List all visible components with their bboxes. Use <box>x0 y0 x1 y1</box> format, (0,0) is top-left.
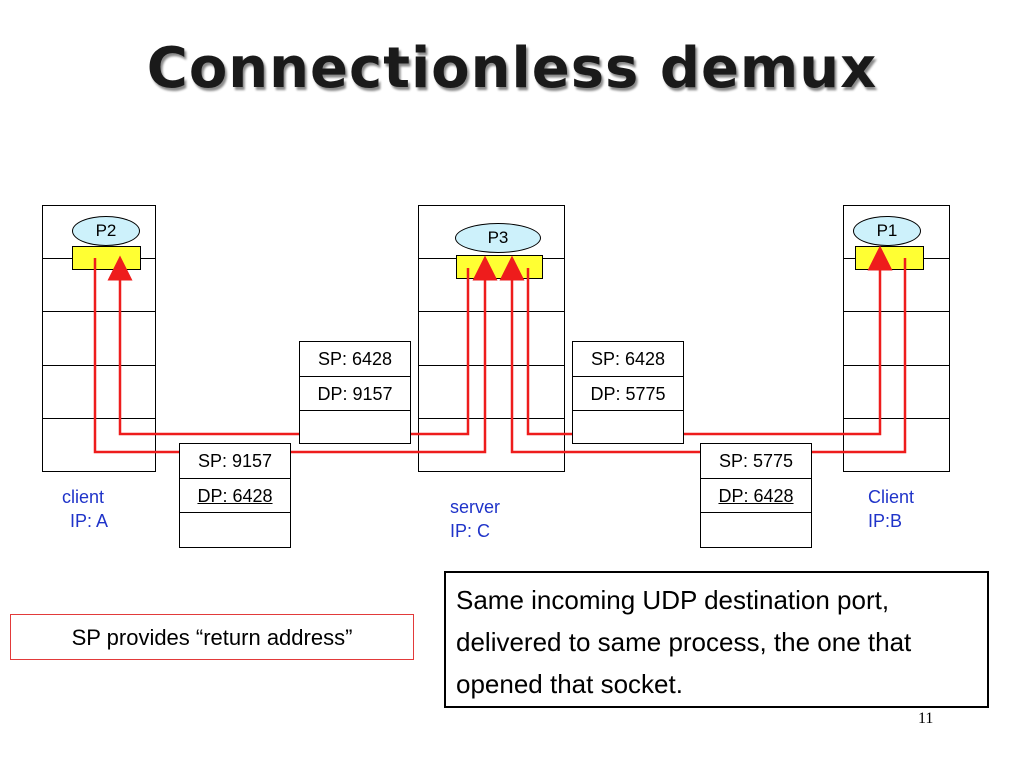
segment-dp: DP: 6428 <box>180 478 290 513</box>
slide-title: Connectionless demux <box>146 36 878 101</box>
segment-server-to-b: SP: 6428 DP: 5775 <box>572 341 684 444</box>
segment-dp: DP: 5775 <box>573 376 683 411</box>
segment-sp: SP: 9157 <box>197 451 273 471</box>
wire-b-to-c <box>499 255 907 454</box>
host-label-server-c: server IP: C <box>450 497 501 541</box>
process-p3: P3 <box>455 223 541 253</box>
segment-server-to-a: SP: 6428 DP: 9157 <box>299 341 411 444</box>
explanation-note: Same incoming UDP destination port, deli… <box>444 571 989 708</box>
wire-c-to-b <box>526 245 893 436</box>
segment-dp: DP: 6428 <box>701 478 811 513</box>
segment-sp: SP: 6428 <box>317 349 393 369</box>
process-p2: P2 <box>72 216 140 246</box>
segment-dp: DP: 9157 <box>300 376 410 411</box>
segment-a-to-server: SP: 9157 DP: 6428 <box>179 443 291 548</box>
segment-sp: SP: 6428 <box>590 349 666 369</box>
wire-c-to-a <box>107 255 470 436</box>
host-label-client-a: client IP: A <box>62 487 109 531</box>
segment-sp: SP: 5775 <box>718 451 794 471</box>
process-p1: P1 <box>853 216 921 246</box>
sp-return-address-note: SP provides “return address” <box>10 614 414 660</box>
wire-a-to-c <box>93 255 498 454</box>
host-label-client-b: Client IP:B <box>868 487 915 531</box>
page-number: 11 <box>918 710 934 727</box>
segment-b-to-server: SP: 5775 DP: 6428 <box>700 443 812 548</box>
